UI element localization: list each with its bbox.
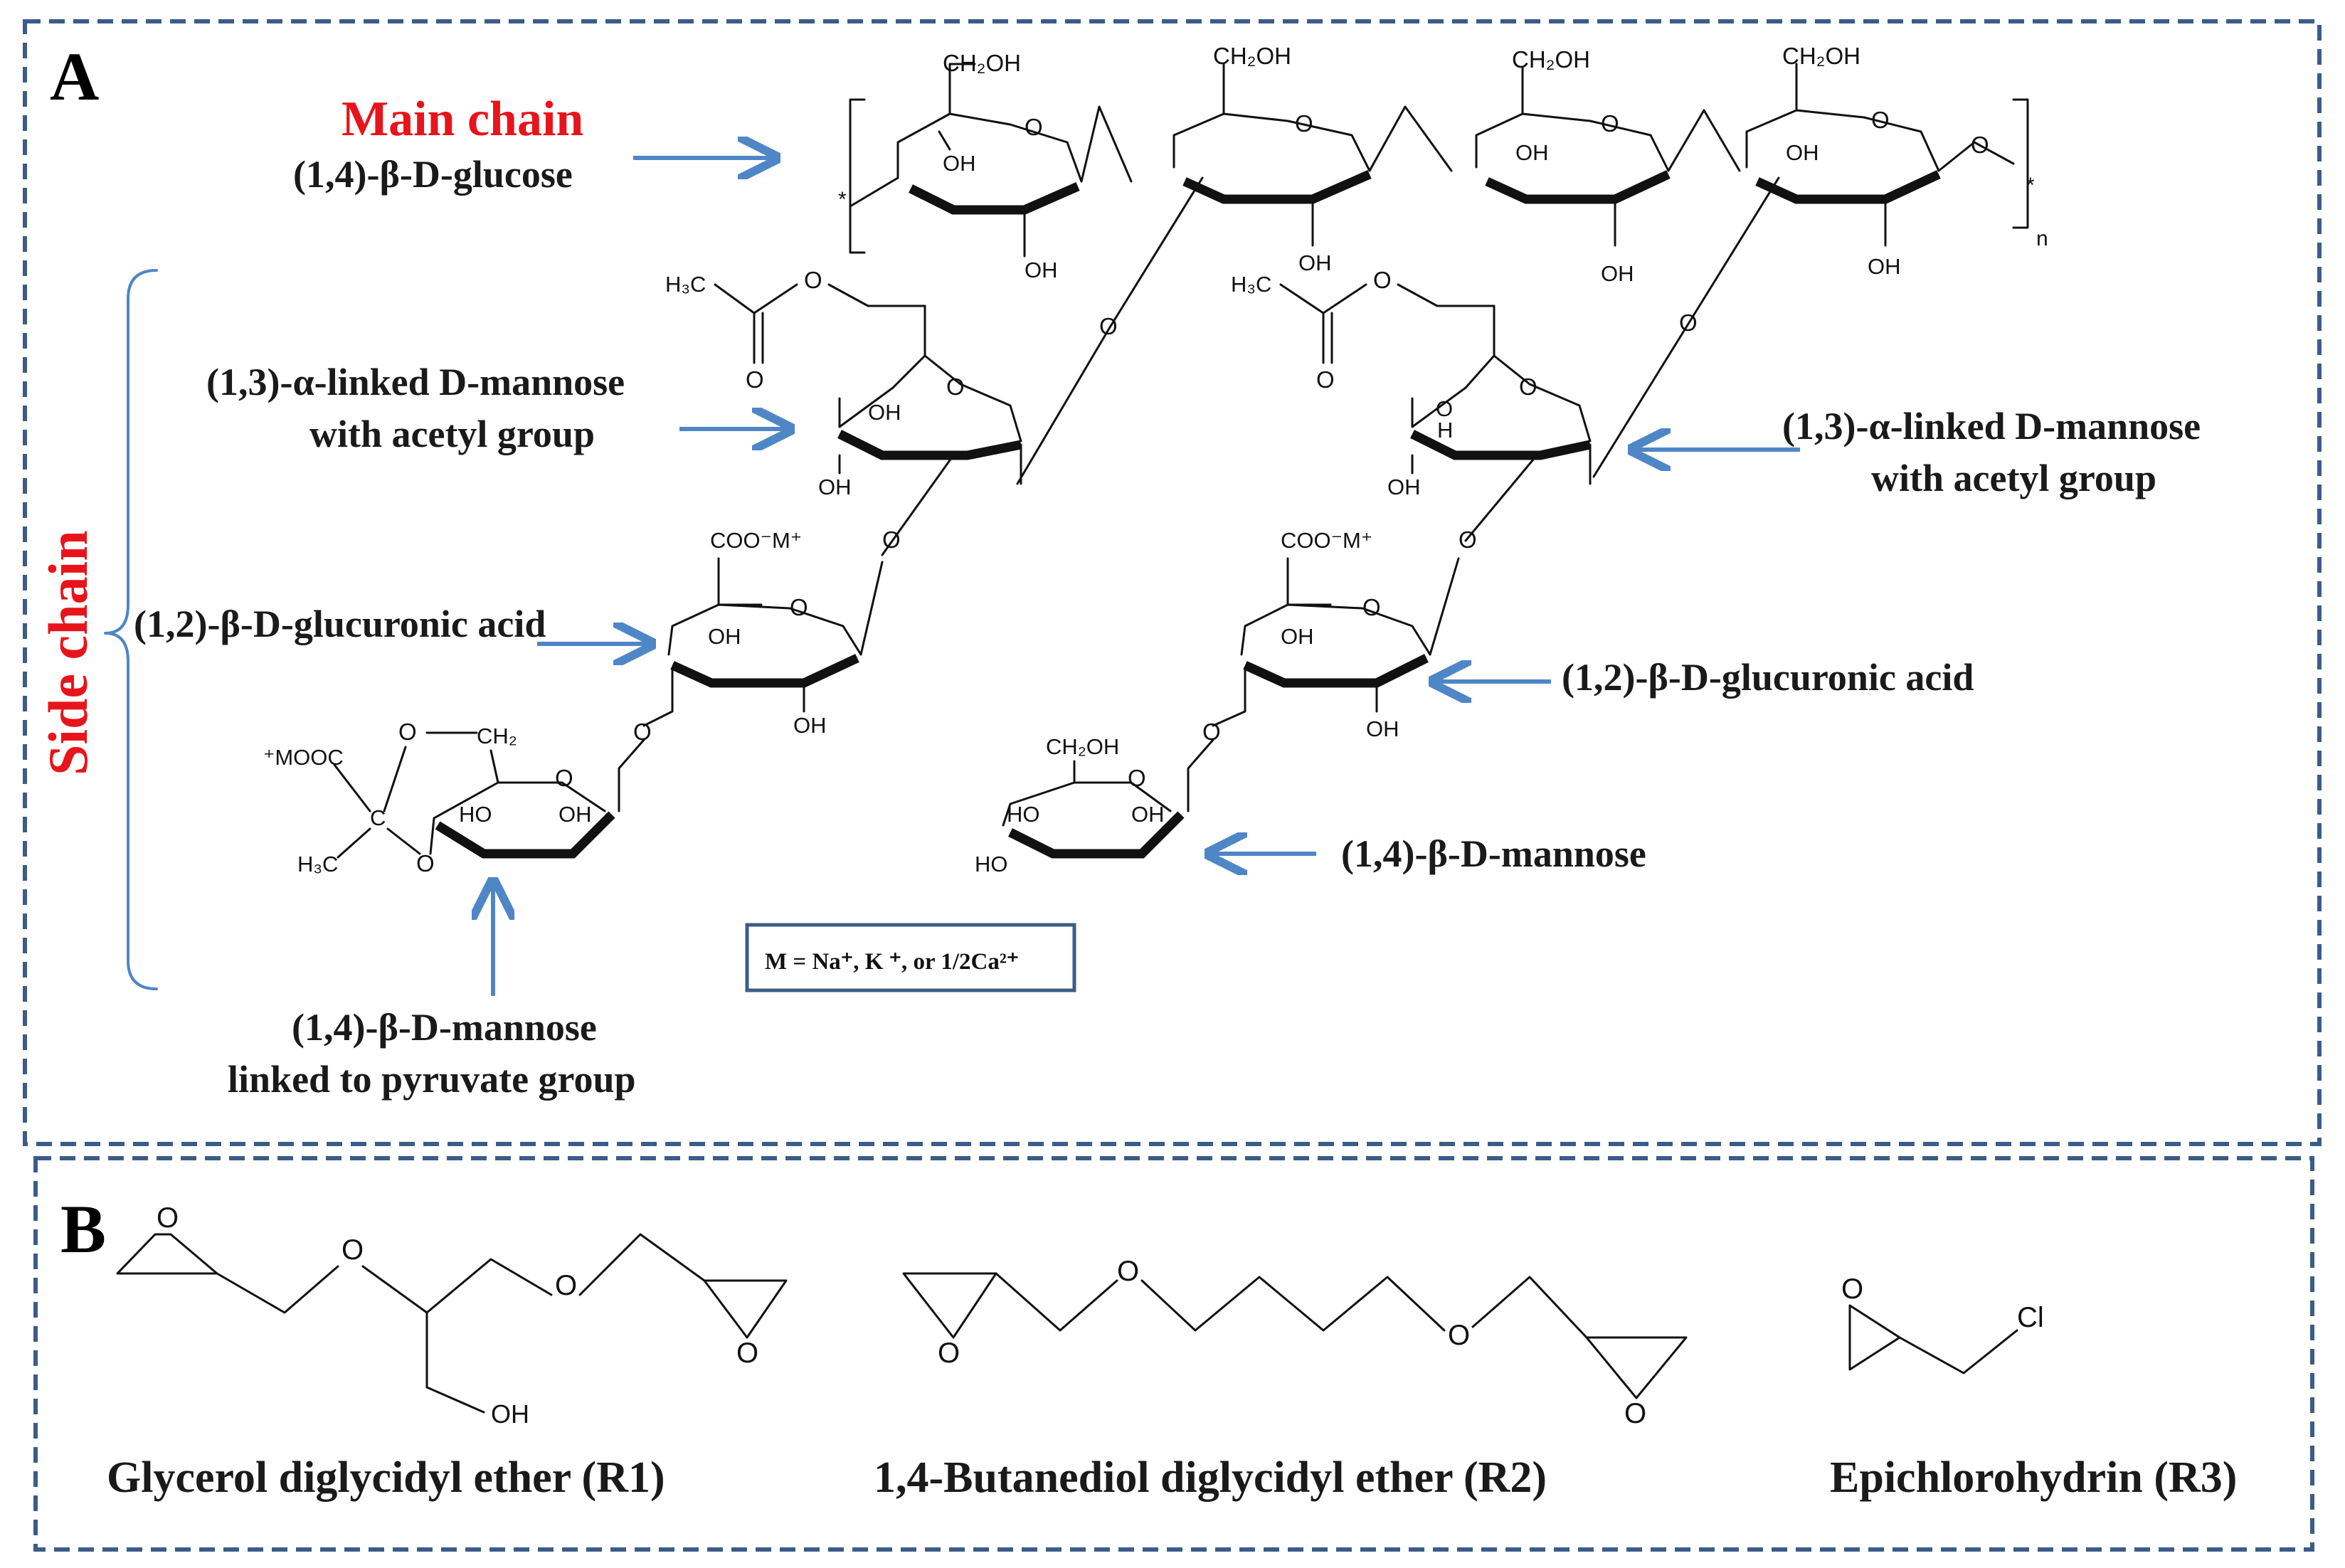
right-mannose-o: O bbox=[1436, 396, 1453, 421]
right-gluc-oh2: OH bbox=[1366, 716, 1399, 741]
repeat-n: n bbox=[2036, 227, 2048, 250]
right-man-ch2oh: CH₂OH bbox=[1046, 734, 1119, 759]
left-h3c: H₃C bbox=[665, 272, 706, 297]
glucuronic-left-label: (1,2)-β-D-glucuronic acid bbox=[134, 603, 546, 645]
r3-name: Epichlorohydrin (R3) bbox=[1830, 1453, 2237, 1502]
repeat-star-right: * bbox=[2026, 174, 2035, 197]
g3-ch2oh: CH₂OH bbox=[1512, 46, 1590, 73]
right-acetyl-ester-o: O bbox=[1373, 267, 1392, 293]
r2-epox-o1: O bbox=[938, 1337, 960, 1369]
right-man-ho: HO bbox=[1007, 802, 1040, 827]
r2-structure: O O O O bbox=[902, 1256, 1688, 1429]
left-link-o1: O bbox=[1099, 313, 1118, 339]
panel-a-letter: A bbox=[50, 38, 99, 115]
side-chain-brace bbox=[104, 269, 158, 990]
g3-ring-o: O bbox=[1601, 110, 1619, 137]
mannose-right-label: (1,4)-β-D-mannose bbox=[1341, 832, 1646, 875]
repeat-star-left: * bbox=[838, 188, 847, 211]
left-acetyl-o: O bbox=[746, 366, 764, 393]
g4-oh-bottom: OH bbox=[1868, 254, 1901, 279]
g2-ch2oh: CH₂OH bbox=[1213, 43, 1291, 69]
g1-oh-bottom: OH bbox=[1025, 258, 1058, 282]
r1-structure: O O OH O O bbox=[116, 1202, 788, 1429]
r3-epox-o: O bbox=[1841, 1273, 1863, 1305]
left-mannose-oh: OH bbox=[868, 400, 901, 425]
r2-ether-o2: O bbox=[1448, 1320, 1470, 1351]
left-link-o2: O bbox=[882, 526, 901, 553]
g1-ring-o: O bbox=[1025, 114, 1043, 140]
pyr-c: C bbox=[370, 805, 386, 830]
g2-ring-o: O bbox=[1295, 110, 1313, 137]
mannose-acetyl-right-label-line1: (1,3)-α-linked D-mannose bbox=[1782, 405, 2201, 447]
left-acetyl-ester-o: O bbox=[804, 267, 822, 293]
right-link-o2: O bbox=[1459, 526, 1477, 553]
panel-b-frame bbox=[33, 1156, 2314, 1552]
left-mannose-oh2: OH bbox=[818, 475, 852, 499]
right-gluc-oh: OH bbox=[1281, 624, 1314, 649]
r3-cl: Cl bbox=[2017, 1302, 2044, 1333]
right-mannose-oh: OH bbox=[1387, 475, 1421, 499]
pyr-ch2: CH₂ bbox=[477, 724, 517, 748]
mannose-acetyl-left-label-line2: with acetyl group bbox=[309, 413, 595, 455]
right-man-oh: OH bbox=[1131, 802, 1165, 827]
counterion-note: M = Na⁺, K ⁺, or 1/2Ca²⁺ bbox=[765, 949, 1019, 975]
r1-ether-o2: O bbox=[555, 1270, 577, 1301]
panel-b-letter: B bbox=[60, 1191, 106, 1267]
g4-ring-o: O bbox=[1871, 107, 1890, 133]
right-link-o1: O bbox=[1679, 309, 1698, 336]
right-man-ho2: HO bbox=[975, 852, 1008, 876]
main-chain-unit-label: (1,4)-β-D-glucose bbox=[293, 153, 573, 196]
r2-epox-o2: O bbox=[1624, 1398, 1646, 1429]
right-acetyl-o: O bbox=[1316, 366, 1335, 393]
mannose-pyruvate-label-line2: linked to pyruvate group bbox=[228, 1058, 636, 1101]
g3-oh-bottom: OH bbox=[1601, 261, 1634, 286]
pyr-oh: OH bbox=[559, 802, 592, 827]
left-gluc-ring-o: O bbox=[790, 594, 808, 620]
mannose-acetyl-left-label-line1: (1,3)-α-linked D-mannose bbox=[206, 361, 625, 403]
right-mannose-h: H bbox=[1437, 418, 1453, 443]
g3-oh: OH bbox=[1515, 140, 1549, 165]
g1-oh: OH bbox=[943, 151, 976, 176]
mannose-acetyl-right-label-line2: with acetyl group bbox=[1871, 457, 2156, 499]
r2-name: 1,4-Butanediol diglycidyl ether (R2) bbox=[874, 1453, 1547, 1502]
r1-ether-o1: O bbox=[342, 1234, 364, 1266]
glucuronic-right-label: (1,2)-β-D-glucuronic acid bbox=[1562, 656, 1974, 699]
side-chain-title: Side chain bbox=[37, 530, 99, 775]
left-side-chain-structure: O H₃C O O O OH OH O COO⁻M⁺ O OH OH O ⁺MO… bbox=[263, 176, 1204, 876]
right-coo-m: COO⁻M⁺ bbox=[1281, 528, 1372, 553]
r1-oh: OH bbox=[491, 1399, 529, 1429]
main-chain-title: Main chain bbox=[342, 92, 583, 147]
g1-ch2oh: CH₂OH bbox=[943, 50, 1021, 76]
left-mannose-ring-o: O bbox=[946, 374, 965, 400]
r1-name: Glycerol diglycidyl ether (R1) bbox=[107, 1453, 665, 1502]
pyr-ring-o: O bbox=[555, 765, 573, 791]
g4-link-o: O bbox=[1971, 132, 1989, 158]
main-chain-structure: * * n CH₂OH O OH OH CH₂OH O OH CH₂OH O O… bbox=[838, 43, 2048, 286]
counterion-box bbox=[745, 923, 1076, 992]
r1-epox-o2: O bbox=[736, 1337, 758, 1369]
left-coo-m: COO⁻M⁺ bbox=[710, 528, 802, 553]
left-gluc-oh: OH bbox=[708, 624, 741, 649]
left-gluc-oh2: OH bbox=[793, 713, 827, 738]
right-h3c: H₃C bbox=[1231, 272, 1271, 297]
pyr-mooc: ⁺MOOC bbox=[263, 745, 344, 770]
panel-a-frame bbox=[23, 19, 2322, 1146]
r3-structure: O Cl bbox=[1841, 1273, 2044, 1374]
right-man-ring-o: O bbox=[1128, 765, 1146, 791]
g4-oh: OH bbox=[1786, 140, 1819, 165]
pyr-ho: HO bbox=[459, 802, 492, 827]
g2-oh-bottom: OH bbox=[1298, 250, 1332, 275]
right-mannose-ring-o: O bbox=[1519, 374, 1537, 400]
pyr-h3c: H₃C bbox=[297, 852, 338, 876]
mannose-pyruvate-label-line1: (1,4)-β-D-mannose bbox=[292, 1006, 597, 1049]
right-gluc-ring-o: O bbox=[1362, 594, 1381, 620]
right-side-chain-structure: O H₃C O O O O H OH O COO⁻M⁺ O OH OH O CH… bbox=[975, 176, 1780, 876]
g4-ch2oh: CH₂OH bbox=[1782, 43, 1860, 69]
pyr-o1: O bbox=[398, 719, 417, 745]
r1-epox-o1: O bbox=[157, 1202, 179, 1234]
r2-ether-o1: O bbox=[1117, 1256, 1139, 1287]
